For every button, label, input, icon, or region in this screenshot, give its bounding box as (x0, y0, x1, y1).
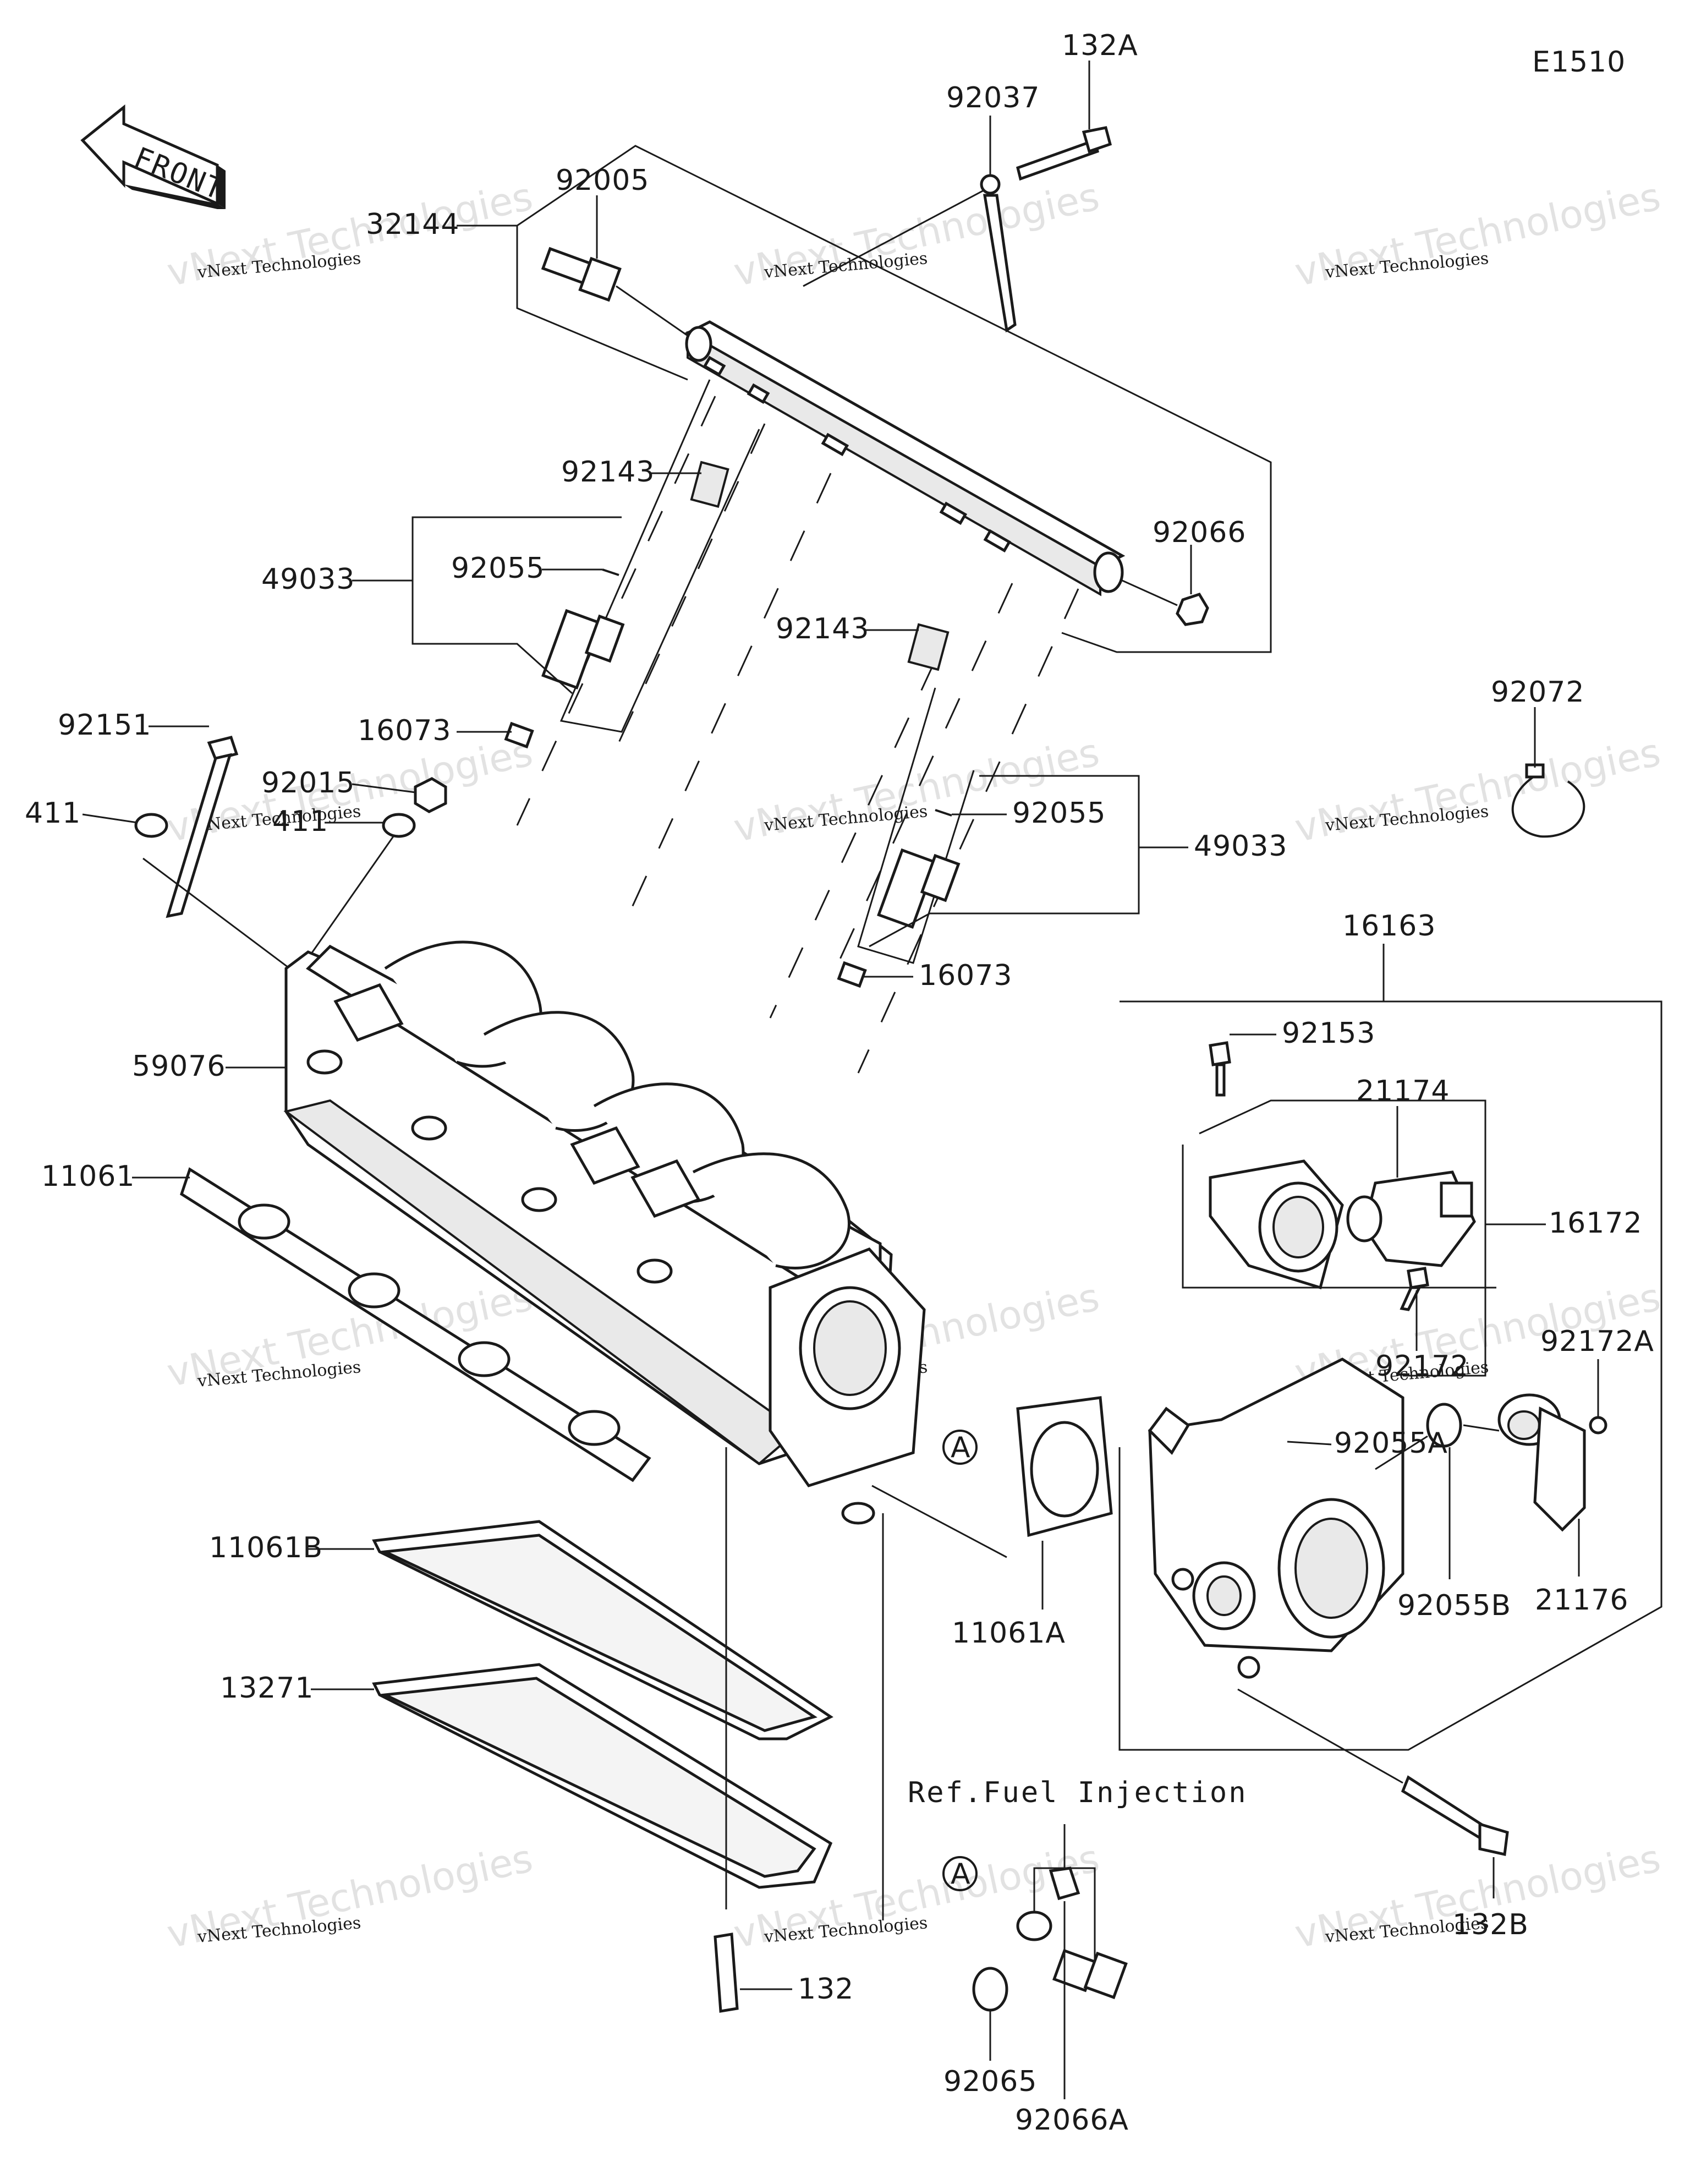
marker-a-circle (942, 1430, 978, 1465)
label-92055-a: 92055 (451, 552, 545, 585)
washer-411-b (382, 813, 416, 838)
marker-a-circle (942, 1856, 978, 1891)
label-411-b: 411 (272, 805, 328, 838)
bolt-132 (714, 1933, 739, 2013)
label-92153: 92153 (1282, 1017, 1375, 1050)
label-92037: 92037 (946, 81, 1040, 114)
label-11061B: 11061B (209, 1531, 323, 1564)
gasket-11061A (1016, 1396, 1113, 1537)
bolt-92151 (166, 736, 239, 918)
bolt-132B (1401, 1775, 1488, 1840)
label-132B: 132B (1452, 1908, 1529, 1941)
marker-a-label: A (951, 1858, 971, 1891)
washer-411-a (134, 813, 168, 838)
guide-lines (516, 379, 1079, 1074)
nut-92015 (414, 777, 447, 813)
washer-92065 (972, 1967, 1008, 2012)
front-arrow-icon: FRONT (80, 104, 229, 209)
hose-clamp-92072 (1511, 763, 1585, 838)
label-16073-a: 16073 (358, 714, 451, 747)
label-411-a: 411 (25, 797, 81, 830)
label-92072: 92072 (1491, 676, 1584, 709)
label-92055A: 92055A (1334, 1427, 1448, 1460)
fuel-rail-group (516, 126, 1272, 653)
label-132: 132 (798, 1973, 854, 2006)
injector-lower (837, 623, 961, 988)
label-49033-b: 49033 (1194, 830, 1287, 863)
gasket-11061B (372, 1520, 833, 1740)
label-16172: 16172 (1549, 1207, 1642, 1240)
throttle-body (1148, 1358, 1404, 1679)
label-59076: 59076 (132, 1050, 226, 1083)
intake-manifold (283, 940, 926, 1525)
label-92005: 92005 (556, 164, 649, 197)
label-92143-a: 92143 (561, 456, 655, 489)
label-21174: 21174 (1356, 1075, 1450, 1108)
plug-92066A (1049, 1866, 1080, 1901)
plate-13271 (372, 1663, 833, 1889)
label-92066: 92066 (1153, 516, 1246, 549)
label-11061A: 11061A (952, 1617, 1066, 1650)
injector-upper (504, 461, 729, 749)
label-13271: 13271 (220, 1672, 314, 1705)
label-11061: 11061 (41, 1160, 135, 1193)
throttle-sensor (1375, 1393, 1607, 1532)
label-92172: 92172 (1375, 1350, 1469, 1383)
label-32144: 32144 (366, 208, 459, 241)
ref-fuel-injection-note: Ref.Fuel Injection (908, 1776, 1248, 1809)
label-21176: 21176 (1535, 1584, 1628, 1617)
label-16073-b: 16073 (919, 959, 1012, 992)
temp-sensor-group (1016, 1824, 1128, 2000)
label-92055-b: 92055 (1012, 797, 1106, 830)
diagram-code: E1510 (1532, 46, 1626, 79)
label-92143-b: 92143 (776, 612, 869, 645)
label-49033-a: 49033 (261, 563, 355, 596)
gasket-11061 (180, 1167, 651, 1482)
label-92066A: 92066A (1015, 2104, 1129, 2137)
label-92151: 92151 (58, 709, 151, 742)
label-16163: 16163 (1342, 910, 1436, 943)
label-92055B: 92055B (1397, 1589, 1511, 1622)
label-132A: 132A (1062, 29, 1138, 62)
marker-a-label: A (951, 1431, 971, 1464)
label-92065: 92065 (943, 2065, 1037, 2098)
label-92015: 92015 (261, 767, 355, 800)
label-92172A: 92172A (1540, 1325, 1654, 1358)
